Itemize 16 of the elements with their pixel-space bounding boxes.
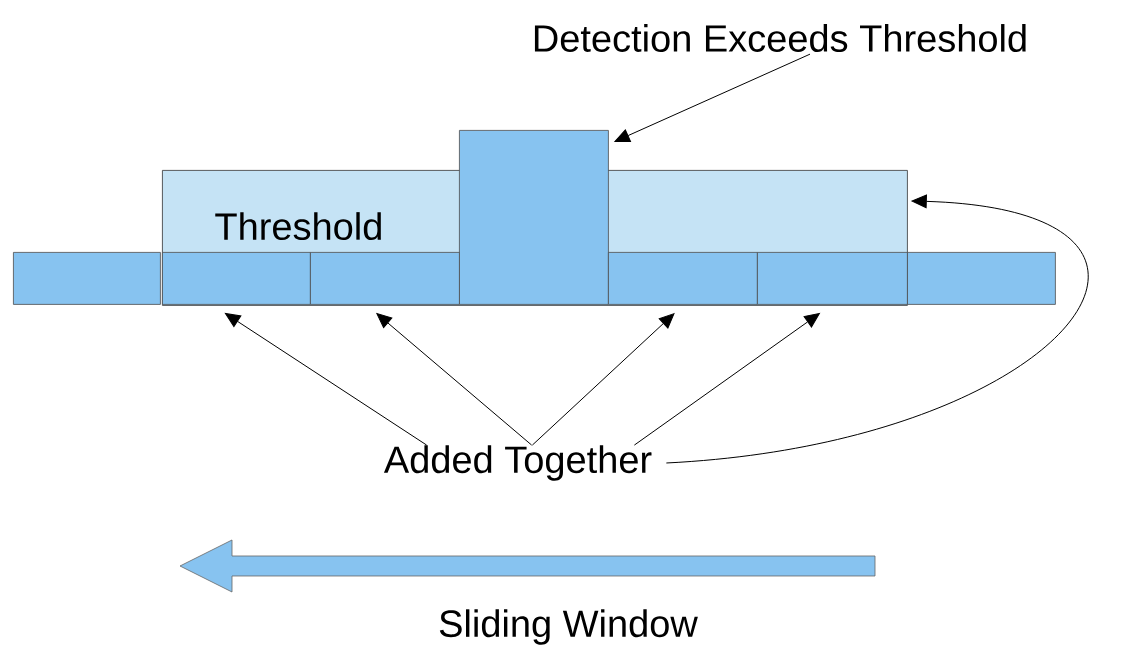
arrow — [614, 53, 811, 142]
arrow — [224, 313, 428, 446]
caption-text: Added Together — [383, 445, 652, 481]
window-cell — [310, 252, 460, 305]
window-cell — [907, 252, 1056, 305]
window-cell — [757, 252, 908, 305]
arrow — [376, 313, 533, 446]
window-cell — [13, 252, 161, 305]
caption-text: Detection Exceeds Threshold — [534, 24, 1026, 52]
window-cell — [459, 130, 609, 305]
arrow — [531, 313, 675, 446]
window-cell — [162, 252, 311, 305]
arrow — [665, 194, 1089, 464]
arrow — [633, 313, 820, 446]
caption-text: Sliding Window — [439, 609, 698, 645]
window-cell — [608, 252, 758, 305]
